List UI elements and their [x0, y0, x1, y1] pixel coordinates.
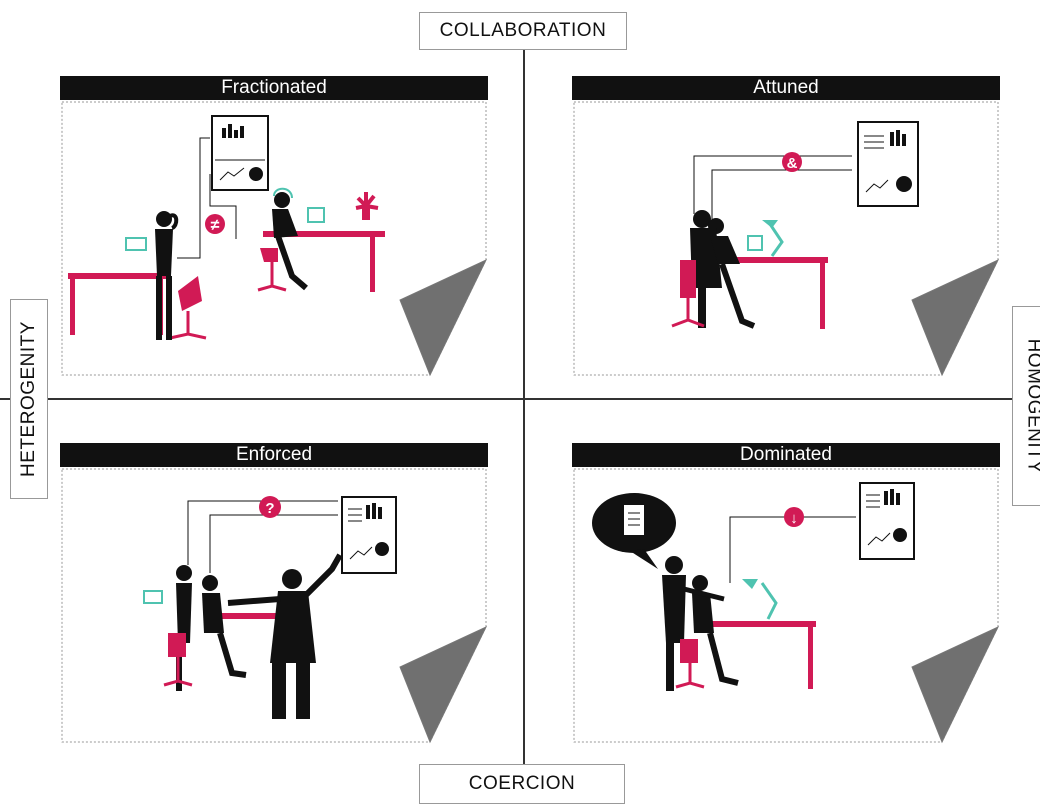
symbol-text: ?: [265, 500, 274, 517]
quadrant-fractionated: ≠ F: [60, 76, 488, 377]
dominant-figures: [662, 556, 739, 691]
symbol-text: &: [787, 155, 798, 172]
symbol-badge: [784, 507, 804, 527]
axis-label-homogenity: HOMOGENITY: [1012, 306, 1040, 506]
quadrant-attuned: & Attuned: [572, 76, 1000, 377]
seated-figure: [272, 187, 325, 291]
quadrant-title-attuned: Attuned: [572, 76, 1000, 100]
quadrant-dominated: ↓ Dominated: [572, 443, 1000, 744]
quadrant-title-fractionated: Fractionated: [60, 76, 488, 100]
fractionated-illustration: ≠: [61, 101, 488, 377]
symbol-badge: [259, 496, 281, 518]
report-icon: [859, 482, 915, 560]
quadrant-enforced: ? Enforced: [60, 443, 488, 744]
report-icon: [211, 115, 269, 191]
report-icon: [341, 496, 397, 574]
standing-figure: [125, 211, 179, 340]
symbol-text: ≠: [211, 217, 220, 234]
axis-label-coercion: COERCION: [419, 764, 625, 804]
quadrant-title-enforced: Enforced: [60, 443, 488, 467]
pair-figures: [690, 210, 763, 329]
enforced-illustration: ?: [61, 468, 488, 744]
symbol-badge: [205, 214, 225, 234]
attuned-illustration: &: [573, 101, 1000, 377]
dominated-illustration: ↓: [573, 468, 1000, 744]
thought-bubble: [592, 493, 676, 569]
symbol-text: ↓: [790, 510, 798, 527]
horizontal-axis: [0, 398, 1040, 400]
report-icon: [857, 121, 919, 207]
vertical-axis: [523, 30, 525, 796]
axis-label-heterogenity: HETEROGENITY: [10, 299, 48, 499]
axis-label-collaboration: COLLABORATION: [419, 12, 627, 50]
quadrant-title-dominated: Dominated: [572, 443, 1000, 467]
symbol-badge: [782, 152, 802, 172]
